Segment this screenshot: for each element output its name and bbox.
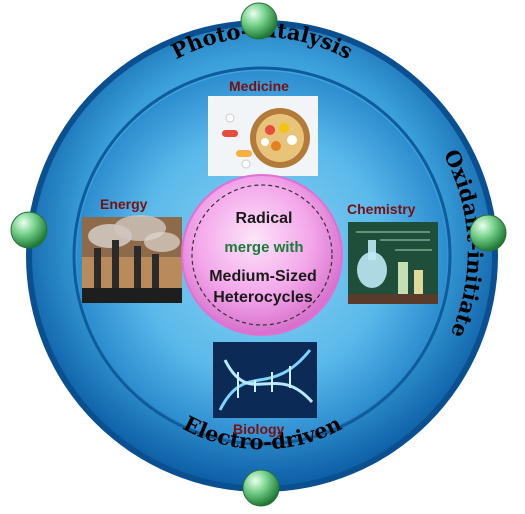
bead-left <box>10 211 48 249</box>
chemistry-image <box>348 222 438 304</box>
biology-image <box>213 342 317 418</box>
core-title-radical: Radical <box>236 210 293 227</box>
bead-right <box>469 214 507 252</box>
core-medium-sized: Medium-Sized <box>209 268 317 285</box>
energy-image <box>82 215 182 303</box>
core-heterocycles: Heterocycles <box>213 289 313 306</box>
bead-bottom <box>242 469 280 507</box>
core-merge-with: merge with <box>224 239 303 256</box>
ring-divider <box>72 66 452 446</box>
app-label-energy: Energy <box>100 196 148 212</box>
medicine-image <box>208 96 318 176</box>
bead-top <box>240 2 278 40</box>
app-label-medicine: Medicine <box>229 78 289 94</box>
app-label-biology: Biology <box>233 421 285 437</box>
core-circle <box>181 174 343 336</box>
app-label-chemistry: Chemistry <box>347 201 416 217</box>
core-dashed-ring <box>191 184 333 326</box>
